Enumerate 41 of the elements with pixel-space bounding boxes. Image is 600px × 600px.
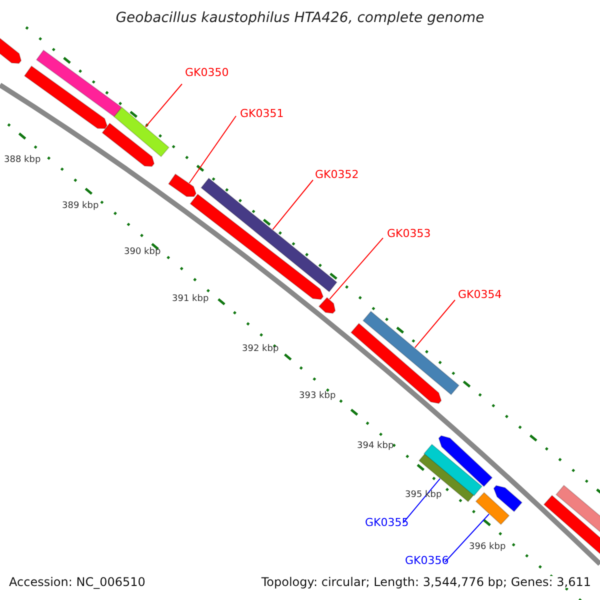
- gene-label: GK0351: [240, 108, 284, 119]
- gene-segment: [318, 296, 336, 314]
- scale-label: 394 kbp: [357, 442, 394, 451]
- gene-segment: [113, 106, 170, 158]
- gene-label: GK0353: [387, 228, 431, 239]
- scale-label: 390 kbp: [124, 248, 161, 257]
- leader-line: [402, 478, 440, 524]
- gene-segment: [24, 65, 108, 129]
- leader-line: [188, 116, 236, 184]
- leader-line: [444, 514, 490, 562]
- gene-segment: [0, 36, 22, 64]
- leader-line: [145, 84, 182, 128]
- gene-segment: [362, 310, 460, 396]
- scale-label: 388 kbp: [4, 156, 41, 165]
- gene-label: GK0354: [458, 289, 502, 300]
- gene-segment: [350, 322, 442, 404]
- title: Geobacillus kaustophilus HTA426, complete genome: [114, 11, 486, 25]
- accession-text: Accession: NC_006510: [9, 576, 146, 588]
- genome-summary: Topology: circular; Length: 3,544,776 bp; Genes: 3,611: [261, 576, 591, 588]
- gene-segment: [200, 178, 338, 292]
- gene-segment: [36, 50, 122, 118]
- gene-segment: [493, 485, 523, 512]
- gene-label: GK0350: [185, 67, 229, 78]
- gene-segment: [543, 494, 600, 556]
- gene-label: GK0356: [405, 555, 449, 566]
- gene-label: GK0352: [315, 169, 359, 180]
- scale-label: 392 kbp: [242, 345, 279, 354]
- gene-segment: [438, 435, 493, 488]
- gene-segment: [555, 484, 600, 534]
- leader-line: [329, 238, 384, 300]
- gene-segment: [475, 492, 510, 526]
- gene-segment: [168, 173, 197, 197]
- scale-label: 395 kbp: [405, 491, 442, 500]
- leader-line: [272, 180, 314, 230]
- gene-segment: [102, 122, 155, 167]
- scale-label: 393 kbp: [299, 392, 336, 401]
- scale-label: 389 kbp: [62, 202, 99, 211]
- scale-label: 396 kbp: [469, 543, 506, 552]
- leader-line: [414, 300, 456, 348]
- gene-label: GK0355: [365, 517, 409, 528]
- scale-label: 391 kbp: [172, 295, 209, 304]
